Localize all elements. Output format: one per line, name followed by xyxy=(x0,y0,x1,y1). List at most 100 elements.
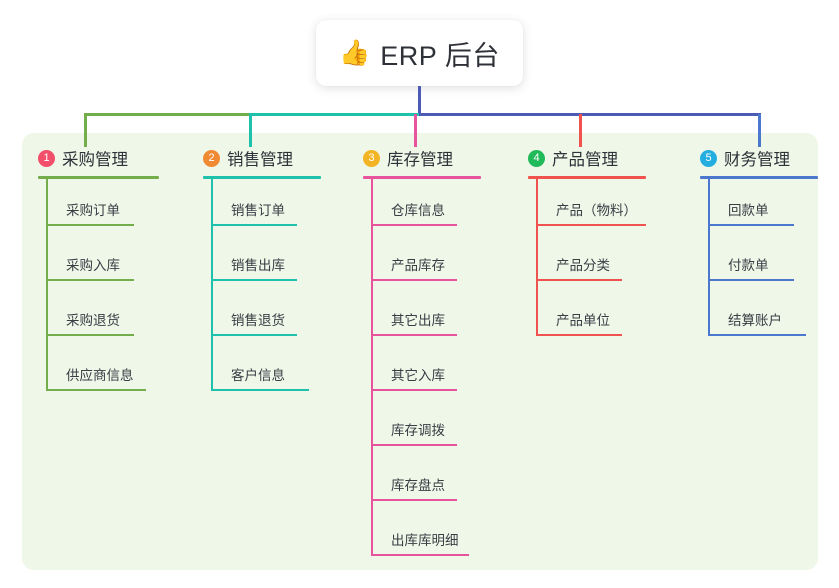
menu-item-underline xyxy=(211,334,297,336)
menu-item-label: 库存盘点 xyxy=(391,478,445,493)
branches-panel xyxy=(22,133,818,570)
menu-item-label: 供应商信息 xyxy=(66,368,134,383)
menu-item-label: 结算账户 xyxy=(728,313,782,328)
branch-header-5[interactable]: 5 财务管理 xyxy=(700,146,818,170)
menu-item-label: 库存调拨 xyxy=(391,423,445,438)
menu-item[interactable]: 回款单 xyxy=(708,179,818,234)
menu-item-label: 产品分类 xyxy=(556,258,610,273)
branch-spine-5 xyxy=(708,179,710,336)
menu-item[interactable]: 供应商信息 xyxy=(46,344,159,399)
branch-underline-2 xyxy=(203,176,321,179)
branch-title-3: 库存管理 xyxy=(387,151,453,169)
root-node-content: 👍 ERP 后台 xyxy=(339,34,500,73)
menu-item[interactable]: 仓库信息 xyxy=(371,179,481,234)
menu-item-underline xyxy=(536,224,646,226)
branch-column-2: 2 销售管理销售订单销售出库销售退货客户信息 xyxy=(203,146,321,399)
branch-title-1: 采购管理 xyxy=(62,151,128,169)
menu-item-underline xyxy=(211,279,297,281)
menu-item-label: 产品库存 xyxy=(391,258,445,273)
branch-title-4: 产品管理 xyxy=(552,151,618,169)
menu-item-underline xyxy=(371,499,457,501)
menu-item-label: 其它入库 xyxy=(391,368,445,383)
menu-item[interactable]: 销售出库 xyxy=(211,234,321,289)
branch-column-5: 5 财务管理回款单付款单结算账户 xyxy=(700,146,818,344)
menu-item[interactable]: 库存盘点 xyxy=(371,454,481,509)
menu-item-label: 付款单 xyxy=(728,258,769,273)
menu-item-label: 回款单 xyxy=(728,203,769,218)
branch-items-1: 采购订单采购入库采购退货供应商信息 xyxy=(46,179,159,399)
branch-badge-2: 2 xyxy=(203,149,220,167)
menu-item-underline xyxy=(46,224,134,226)
menu-item-label: 其它出库 xyxy=(391,313,445,328)
branch-underline-1 xyxy=(38,176,159,179)
root-node[interactable]: 👍 ERP 后台 xyxy=(316,20,523,86)
branch-spine-3 xyxy=(371,179,373,556)
menu-item-label: 仓库信息 xyxy=(391,203,445,218)
menu-item[interactable]: 产品单位 xyxy=(536,289,646,344)
menu-item-underline xyxy=(371,224,457,226)
thumbs-up-icon: 👍 xyxy=(339,38,371,67)
menu-item-underline xyxy=(371,554,469,556)
branch-items-4: 产品（物料） 产品分类产品单位 xyxy=(536,179,646,344)
menu-item[interactable]: 客户信息 xyxy=(211,344,321,399)
menu-item-label: 客户信息 xyxy=(231,368,285,383)
menu-item-underline xyxy=(536,279,622,281)
branch-title-5: 财务管理 xyxy=(724,151,790,169)
menu-item-underline xyxy=(708,279,794,281)
branch-items-5: 回款单付款单结算账户 xyxy=(708,179,818,344)
menu-item-label: 产品单位 xyxy=(556,313,610,328)
menu-item-label: 采购入库 xyxy=(66,258,120,273)
menu-item-underline xyxy=(46,389,146,391)
menu-item[interactable]: 出库库明细 xyxy=(371,509,481,564)
menu-item-label: 销售退货 xyxy=(231,313,285,328)
branch-spine-2 xyxy=(211,179,213,391)
menu-item[interactable]: 其它入库 xyxy=(371,344,481,399)
menu-item[interactable]: 采购订单 xyxy=(46,179,159,234)
branch-badge-5: 5 xyxy=(700,149,717,167)
menu-item-underline xyxy=(46,279,134,281)
branch-header-3[interactable]: 3 库存管理 xyxy=(363,146,481,170)
menu-item[interactable]: 产品（物料） xyxy=(536,179,646,234)
branch-header-1[interactable]: 1 采购管理 xyxy=(38,146,159,170)
menu-item-underline xyxy=(708,334,806,336)
branch-badge-1: 1 xyxy=(38,149,55,167)
branch-items-2: 销售订单销售出库销售退货客户信息 xyxy=(211,179,321,399)
branch-header-2[interactable]: 2 销售管理 xyxy=(203,146,321,170)
menu-item-label: 采购退货 xyxy=(66,313,120,328)
branch-underline-5 xyxy=(700,176,818,179)
branch-underline-4 xyxy=(528,176,646,179)
menu-item[interactable]: 销售订单 xyxy=(211,179,321,234)
menu-item-underline xyxy=(371,444,457,446)
menu-item[interactable]: 库存调拨 xyxy=(371,399,481,454)
menu-item-underline xyxy=(708,224,794,226)
menu-item[interactable]: 产品库存 xyxy=(371,234,481,289)
branch-column-1: 1 采购管理采购订单采购入库采购退货供应商信息 xyxy=(38,146,159,399)
branch-badge-3: 3 xyxy=(363,149,380,167)
menu-item[interactable]: 付款单 xyxy=(708,234,818,289)
branch-header-4[interactable]: 4 产品管理 xyxy=(528,146,646,170)
branch-badge-4: 4 xyxy=(528,149,545,167)
root-title: ERP 后台 xyxy=(380,40,500,71)
menu-item[interactable]: 其它出库 xyxy=(371,289,481,344)
menu-item-label: 产品（物料） xyxy=(556,203,637,218)
branch-title-2: 销售管理 xyxy=(227,151,293,169)
menu-item-underline xyxy=(536,334,622,336)
branch-items-3: 仓库信息产品库存其它出库其它入库库存调拨库存盘点出库库明细 xyxy=(371,179,481,564)
menu-item[interactable]: 结算账户 xyxy=(708,289,818,344)
menu-item-label: 采购订单 xyxy=(66,203,120,218)
menu-item-underline xyxy=(371,279,457,281)
menu-item[interactable]: 采购入库 xyxy=(46,234,159,289)
menu-item-label: 出库库明细 xyxy=(391,533,459,548)
menu-item[interactable]: 采购退货 xyxy=(46,289,159,344)
menu-item-underline xyxy=(371,389,457,391)
branch-spine-4 xyxy=(536,179,538,336)
menu-item-underline xyxy=(371,334,457,336)
menu-item-label: 销售订单 xyxy=(231,203,285,218)
branch-column-3: 3 库存管理仓库信息产品库存其它出库其它入库库存调拨库存盘点出库库明细 xyxy=(363,146,481,564)
menu-item[interactable]: 产品分类 xyxy=(536,234,646,289)
branch-column-4: 4 产品管理产品（物料） 产品分类产品单位 xyxy=(528,146,646,344)
menu-item-underline xyxy=(46,334,134,336)
menu-item[interactable]: 销售退货 xyxy=(211,289,321,344)
